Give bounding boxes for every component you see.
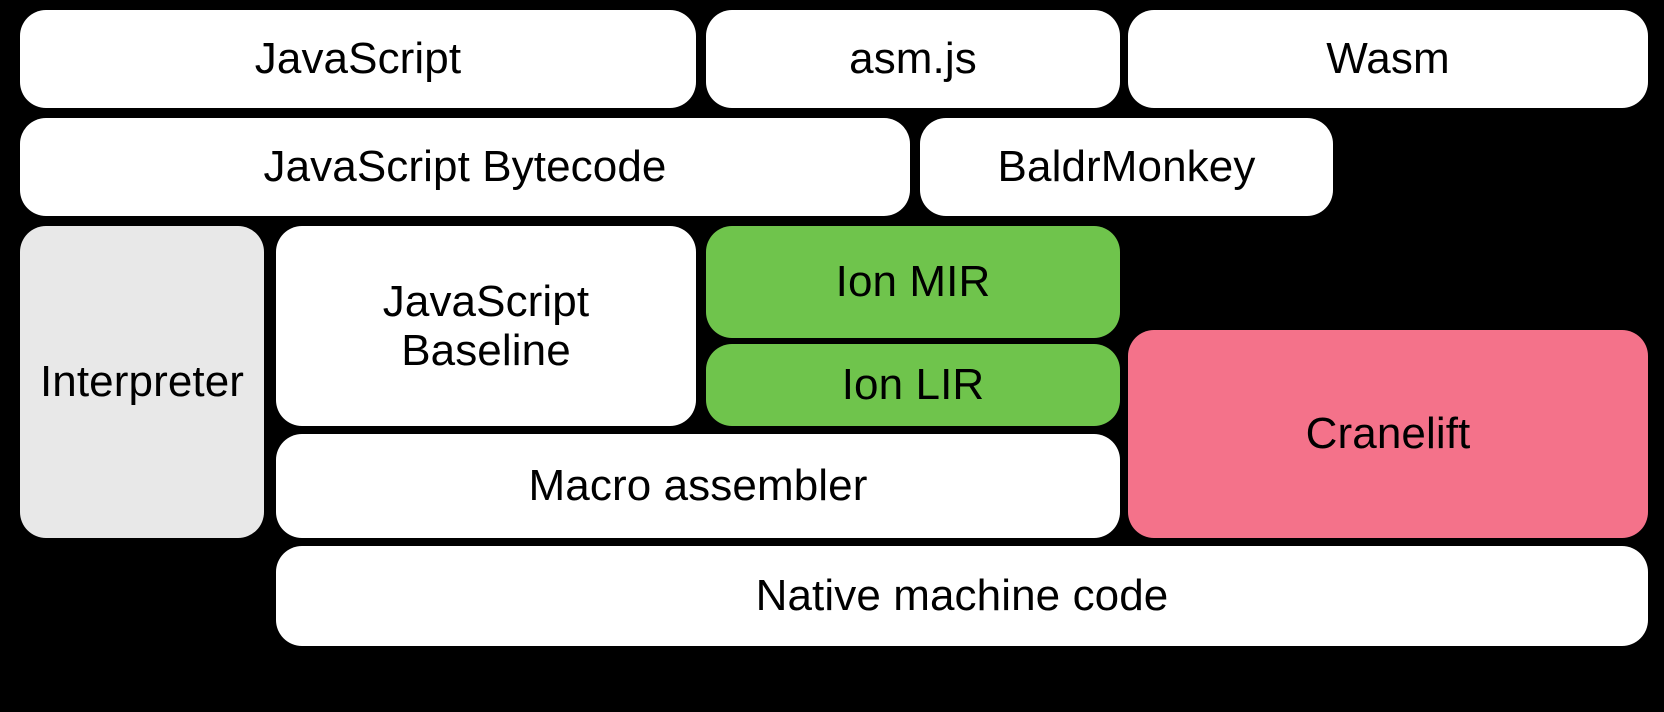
node-asm-js: asm.js xyxy=(706,10,1120,108)
node-interpreter: Interpreter xyxy=(20,226,264,538)
node-ion-lir: Ion LIR xyxy=(706,344,1120,426)
node-javascript-baseline: JavaScript Baseline xyxy=(276,226,696,426)
node-javascript-bytecode: JavaScript Bytecode xyxy=(20,118,910,216)
node-cranelift: Cranelift xyxy=(1128,330,1648,538)
node-macro-assembler: Macro assembler xyxy=(276,434,1120,538)
node-native-machine-code: Native machine code xyxy=(276,546,1648,646)
node-ion-mir: Ion MIR xyxy=(706,226,1120,338)
node-javascript: JavaScript xyxy=(20,10,696,108)
node-wasm: Wasm xyxy=(1128,10,1648,108)
node-baldrmonkey: BaldrMonkey xyxy=(920,118,1333,216)
